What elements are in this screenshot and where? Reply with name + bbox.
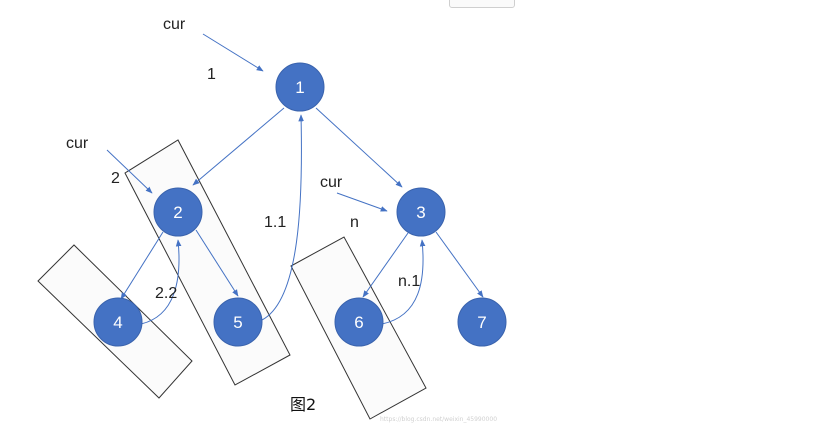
- node-4-label: 4: [113, 313, 122, 332]
- node-2: 2: [153, 187, 203, 237]
- node-3-label: 3: [416, 203, 425, 222]
- cur-label-2: cur: [66, 135, 89, 152]
- edge-5-1-curve: [261, 114, 304, 321]
- cur-pointer-3: [336, 192, 388, 212]
- node-1: 1: [275, 62, 325, 112]
- cur-label-1: cur: [163, 16, 186, 33]
- edge-1-2: [192, 107, 285, 186]
- edge-4-2-curve: [140, 239, 182, 325]
- node-7-label: 7: [477, 313, 486, 332]
- edge-3-7: [435, 231, 484, 298]
- node-4: 4: [93, 297, 143, 347]
- cropped-top-strip: [0, 0, 822, 8]
- cur-pointer-2: [106, 149, 153, 194]
- cur-pointers: [106, 33, 388, 212]
- step-label-1: 1: [207, 66, 216, 83]
- edge-1-3: [315, 107, 403, 188]
- subtree-boxes: [37, 139, 427, 420]
- step-label-1-1: 1.1: [264, 214, 286, 231]
- cropped-button: [449, 0, 515, 8]
- node-5-label: 5: [233, 313, 242, 332]
- node-5: 5: [213, 297, 263, 347]
- node-6-label: 6: [354, 313, 363, 332]
- step-label-n: n: [350, 214, 359, 231]
- watermark: https://blog.csdn.net/weixin_45990000: [380, 416, 497, 423]
- figure-caption: 图2: [290, 395, 316, 414]
- node-6: 6: [334, 297, 384, 347]
- node-3: 3: [396, 187, 446, 237]
- edge-6-3-curve: [381, 239, 426, 325]
- step-label-2: 2: [111, 170, 120, 187]
- return-edges: [140, 114, 426, 325]
- tree-nodes: 1 2 3 4 5 6 7: [93, 62, 507, 347]
- cur-label-3: cur: [320, 174, 343, 191]
- node-7: 7: [457, 297, 507, 347]
- cur-pointer-1: [202, 33, 264, 72]
- edge-2-5: [195, 229, 239, 297]
- step-label-2-2: 2.2: [155, 285, 177, 302]
- node-2-label: 2: [173, 203, 182, 222]
- step-label-n-1: n.1: [398, 273, 420, 290]
- annotations: cur 1 cur 2 1.1 2.2 cur n n.1 图2 https:/…: [66, 16, 497, 423]
- edge-3-6: [362, 232, 409, 298]
- tree-edges: [120, 107, 484, 300]
- edge-2-4: [120, 231, 164, 300]
- node-1-label: 1: [295, 78, 304, 97]
